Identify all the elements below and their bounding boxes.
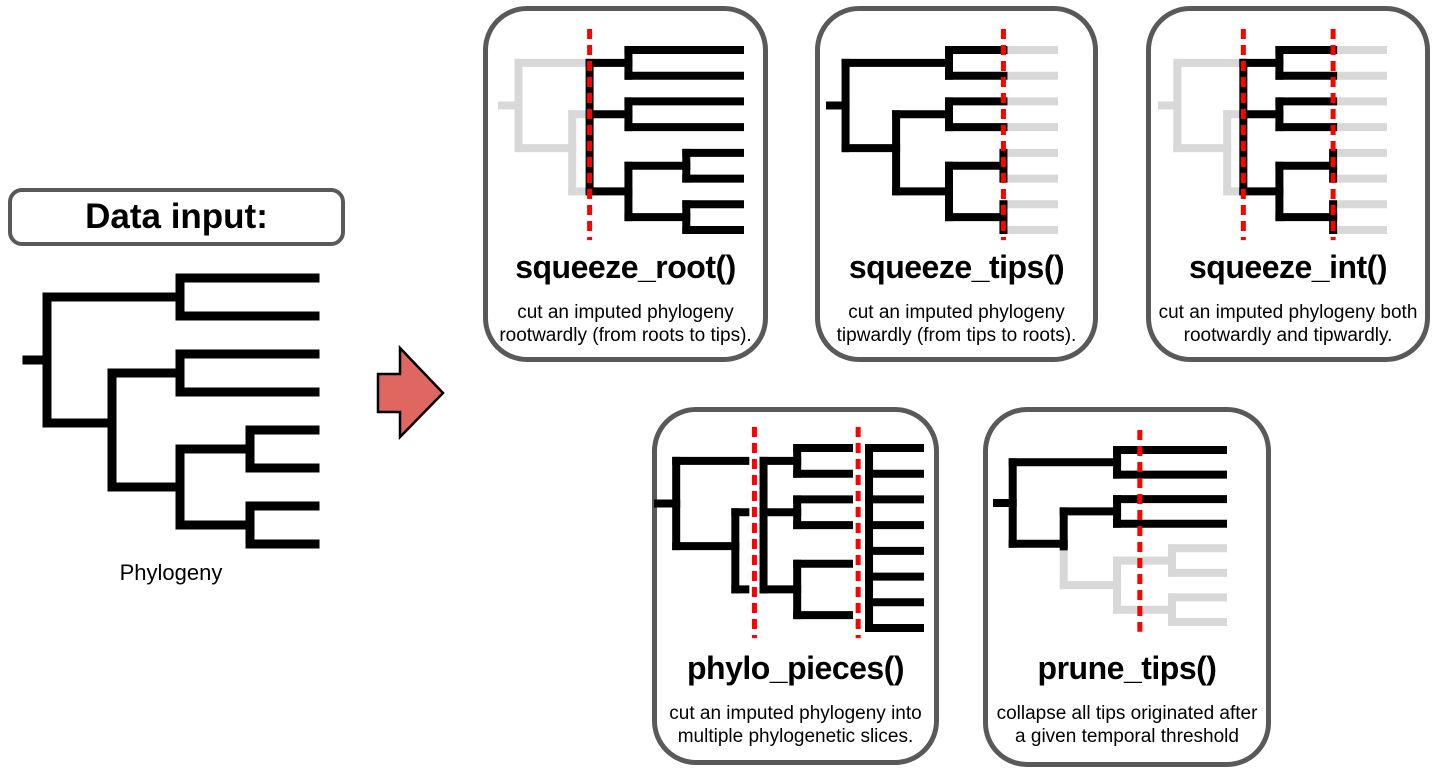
caption-line: cut an imputed phylogeny both (1158, 302, 1418, 323)
caption-line: multiple phylogenetic slices. (677, 726, 914, 747)
caption-line: cut an imputed phylogeny into (669, 703, 922, 724)
function-name-phylo-pieces: phylo_pieces() (686, 650, 905, 686)
squeeze-int-tree-diagram (1158, 29, 1387, 241)
right-arrow-icon (376, 344, 445, 441)
caption-line: collapse all tips originated after (996, 703, 1258, 724)
caption-line: cut an imputed phylogeny (517, 302, 734, 323)
phylogeny-caption: Phylogeny (119, 560, 223, 585)
function-caption-squeeze-root: cut an imputed phylogeny rootwardly (fro… (488, 301, 763, 347)
function-caption-squeeze-tips: cut an imputed phylogeny tipwardly (from… (820, 301, 1093, 347)
caption-line: tipwardly (from tips to roots). (836, 325, 1077, 346)
data-input-box: Data input: (8, 188, 345, 246)
function-name-prune-tips: prune_tips() (1037, 650, 1217, 686)
caption-line: a given temporal threshold (1015, 726, 1239, 747)
squeeze-root-tree-diagram (498, 29, 744, 241)
caption-line: rootwardly (from roots to tips). (499, 325, 752, 346)
function-name-squeeze-tips: squeeze_tips() (848, 249, 1065, 285)
function-name-squeeze-root: squeeze_root() (515, 249, 736, 285)
prune-tips-tree-diagram (993, 429, 1227, 632)
function-caption-squeeze-int: cut an imputed phylogeny both rootwardly… (1151, 301, 1425, 347)
phylo-pieces-tree-diagram (654, 427, 924, 639)
function-card-prune-tips: prune_tips() collapse all tips originate… (983, 407, 1271, 767)
data-input-label: Data input: (85, 197, 268, 236)
squeeze-tips-tree-diagram (826, 29, 1058, 241)
function-caption-prune-tips: collapse all tips originated after a giv… (988, 702, 1266, 748)
input-phylogeny-diagram (22, 273, 320, 549)
function-caption-phylo-pieces: cut an imputed phylogeny into multiple p… (657, 702, 934, 748)
right-arrow-shape (376, 344, 445, 441)
caption-line: cut an imputed phylogeny (848, 302, 1065, 323)
function-name-squeeze-int: squeeze_int() (1189, 249, 1387, 285)
caption-line: rootwardly and tipwardly. (1183, 325, 1393, 346)
